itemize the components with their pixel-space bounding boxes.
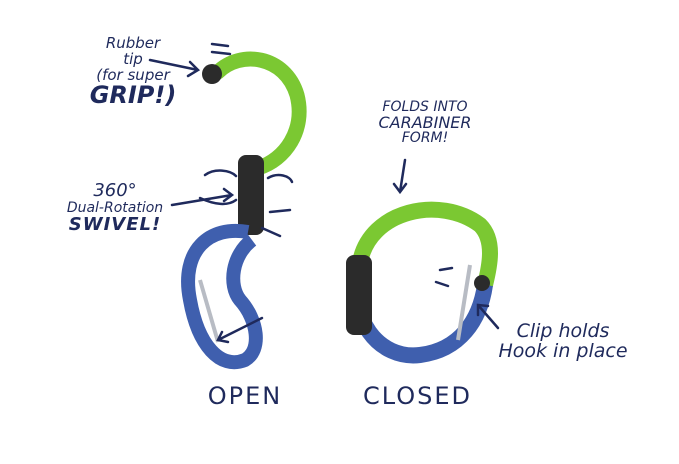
swivel-hinge — [238, 155, 264, 235]
wire-gate — [198, 279, 220, 343]
blue-carabiner-body — [181, 223, 263, 370]
folds-note: FOLDS INTO CARABINER FORM! — [370, 100, 480, 146]
note-line: tip — [123, 49, 143, 68]
note-line: GRIP!) — [89, 81, 177, 110]
green-hook-arm — [210, 51, 307, 176]
note-line: Clip holds — [516, 320, 610, 342]
note-line: 360° — [93, 180, 137, 201]
closed-wire-gate — [456, 264, 472, 341]
clip-note: Clip holds Hook in place — [488, 320, 638, 362]
note-line: (for super — [96, 65, 170, 84]
closed-hook — [346, 201, 498, 364]
note-line: FOLDS INTO — [382, 99, 468, 115]
open-hook — [181, 51, 307, 370]
note-line: Hook in place — [498, 339, 628, 362]
closed-tip — [474, 275, 490, 291]
note-line: SWIVEL! — [68, 213, 162, 235]
green-closed-arc — [352, 201, 498, 287]
note-line: Rubber — [105, 34, 161, 52]
closed-hinge — [346, 255, 372, 335]
note-line: CARABINER — [378, 112, 472, 132]
note-line: FORM! — [401, 130, 449, 147]
closed-label: CLOSED — [362, 382, 473, 410]
annotation-arrows — [148, 42, 500, 344]
open-label: OPEN — [207, 382, 283, 410]
rubber-tip — [202, 64, 222, 84]
blue-closed-body — [348, 260, 493, 364]
rubber-tip-note: Rubber tip (for super GRIP!) — [78, 34, 188, 110]
note-line: Dual-Rotation — [66, 199, 164, 216]
swivel-note: 360° Dual-Rotation SWIVEL! — [55, 180, 175, 235]
